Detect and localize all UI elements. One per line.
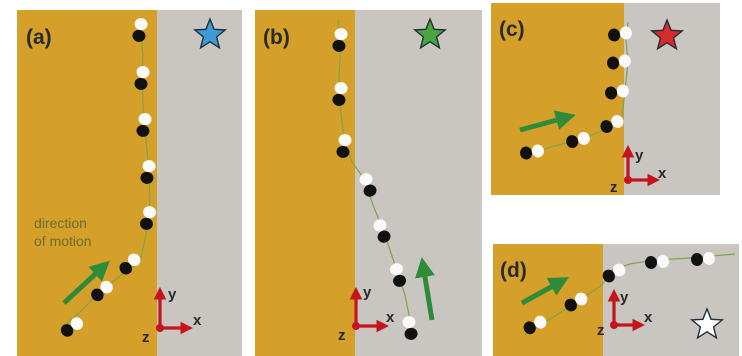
y-axis-label: y xyxy=(168,286,177,303)
direction-arrow xyxy=(415,257,435,321)
panel-label: (b) xyxy=(263,26,290,49)
x-axis-label: x xyxy=(386,309,395,326)
particle xyxy=(139,206,157,230)
particle xyxy=(605,84,629,100)
z-axis-label: z xyxy=(338,327,346,344)
particle xyxy=(373,219,391,243)
direction-arrow xyxy=(520,277,570,306)
direction-label-line1: direction xyxy=(34,215,87,231)
particle xyxy=(520,144,544,160)
particle xyxy=(564,292,588,312)
particle xyxy=(607,54,631,70)
particle xyxy=(389,263,407,287)
particle xyxy=(523,315,547,335)
particle xyxy=(645,254,669,270)
panel-label: (a) xyxy=(26,26,52,49)
star-icon xyxy=(412,17,448,50)
panel-c: (c) y x z xyxy=(491,3,720,196)
direction-label-line2: of motion xyxy=(34,233,92,249)
axis-triad: y x z xyxy=(610,144,667,196)
x-axis-label: x xyxy=(658,165,667,182)
particle xyxy=(134,66,150,90)
particle xyxy=(602,263,626,283)
panel-label: (c) xyxy=(499,18,525,41)
gold-region xyxy=(17,10,157,356)
particle xyxy=(91,280,113,302)
particle xyxy=(132,18,148,42)
particle xyxy=(691,251,715,267)
x-axis-label: x xyxy=(644,309,653,326)
y-axis-label: y xyxy=(620,289,629,306)
z-axis-label: z xyxy=(610,179,618,196)
z-axis-label: z xyxy=(597,322,605,339)
trajectory-path xyxy=(524,253,736,336)
axis-triad: y x z xyxy=(338,284,395,344)
particle xyxy=(140,160,156,184)
x-axis-label: x xyxy=(193,312,202,329)
panel-b: (b) y x z xyxy=(255,10,482,356)
direction-arrow xyxy=(519,110,576,133)
particle xyxy=(359,173,377,197)
particle xyxy=(566,131,590,149)
particle xyxy=(60,317,84,337)
y-axis-label: y xyxy=(363,284,372,301)
panel-label: (d) xyxy=(500,259,527,282)
star-icon xyxy=(689,307,725,340)
particle xyxy=(402,316,418,340)
y-axis-label: y xyxy=(635,147,644,164)
particle xyxy=(119,253,141,275)
axis-triad: y x z xyxy=(597,288,653,339)
particle xyxy=(336,134,352,158)
gray-region xyxy=(157,10,242,356)
particle xyxy=(332,28,348,52)
gray-region xyxy=(355,10,482,356)
panel-a: (a) direction of motion y x z xyxy=(17,10,242,356)
direction-arrow xyxy=(62,260,110,305)
axis-triad: y x z xyxy=(142,286,202,346)
particle xyxy=(608,26,632,42)
gold-region xyxy=(255,10,355,356)
panel-d: (d) y x z xyxy=(493,244,739,356)
z-axis-label: z xyxy=(142,329,150,346)
particle xyxy=(332,82,348,106)
gold-region xyxy=(491,3,624,195)
particle xyxy=(136,113,152,137)
star-icon xyxy=(192,17,228,50)
particle xyxy=(600,115,624,133)
star-icon xyxy=(649,18,685,51)
